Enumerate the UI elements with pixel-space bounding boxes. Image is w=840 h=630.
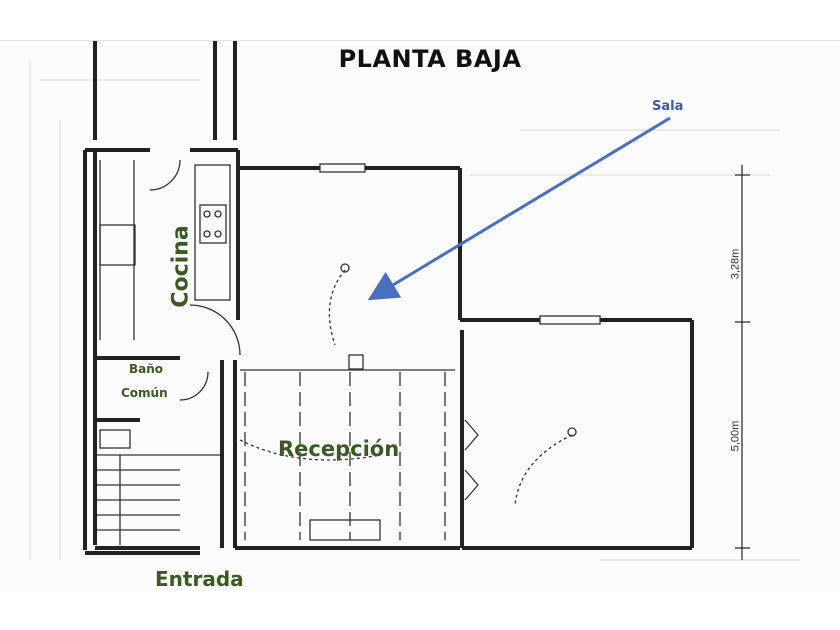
page-title: PLANTA BAJA bbox=[338, 45, 522, 73]
interior-lines bbox=[97, 159, 750, 560]
room-label-recepcion: Recepción bbox=[278, 437, 400, 461]
top-bar bbox=[0, 0, 840, 41]
dimension-label-lower: 5,00m bbox=[729, 420, 742, 452]
room-label-bano-line2: Común bbox=[121, 386, 168, 400]
room-label-bano-line1: Baño bbox=[129, 362, 164, 376]
room-label-cocina: Cocina bbox=[168, 225, 194, 308]
dimension-label-upper: 3,28m bbox=[729, 248, 742, 280]
floor-plan bbox=[0, 41, 840, 591]
room-label-entrada: Entrada bbox=[155, 567, 244, 591]
sala-pointer-arrow bbox=[367, 116, 671, 301]
floor-plan-drawing bbox=[29, 41, 800, 561]
room-label-sala: Sala bbox=[652, 99, 684, 114]
